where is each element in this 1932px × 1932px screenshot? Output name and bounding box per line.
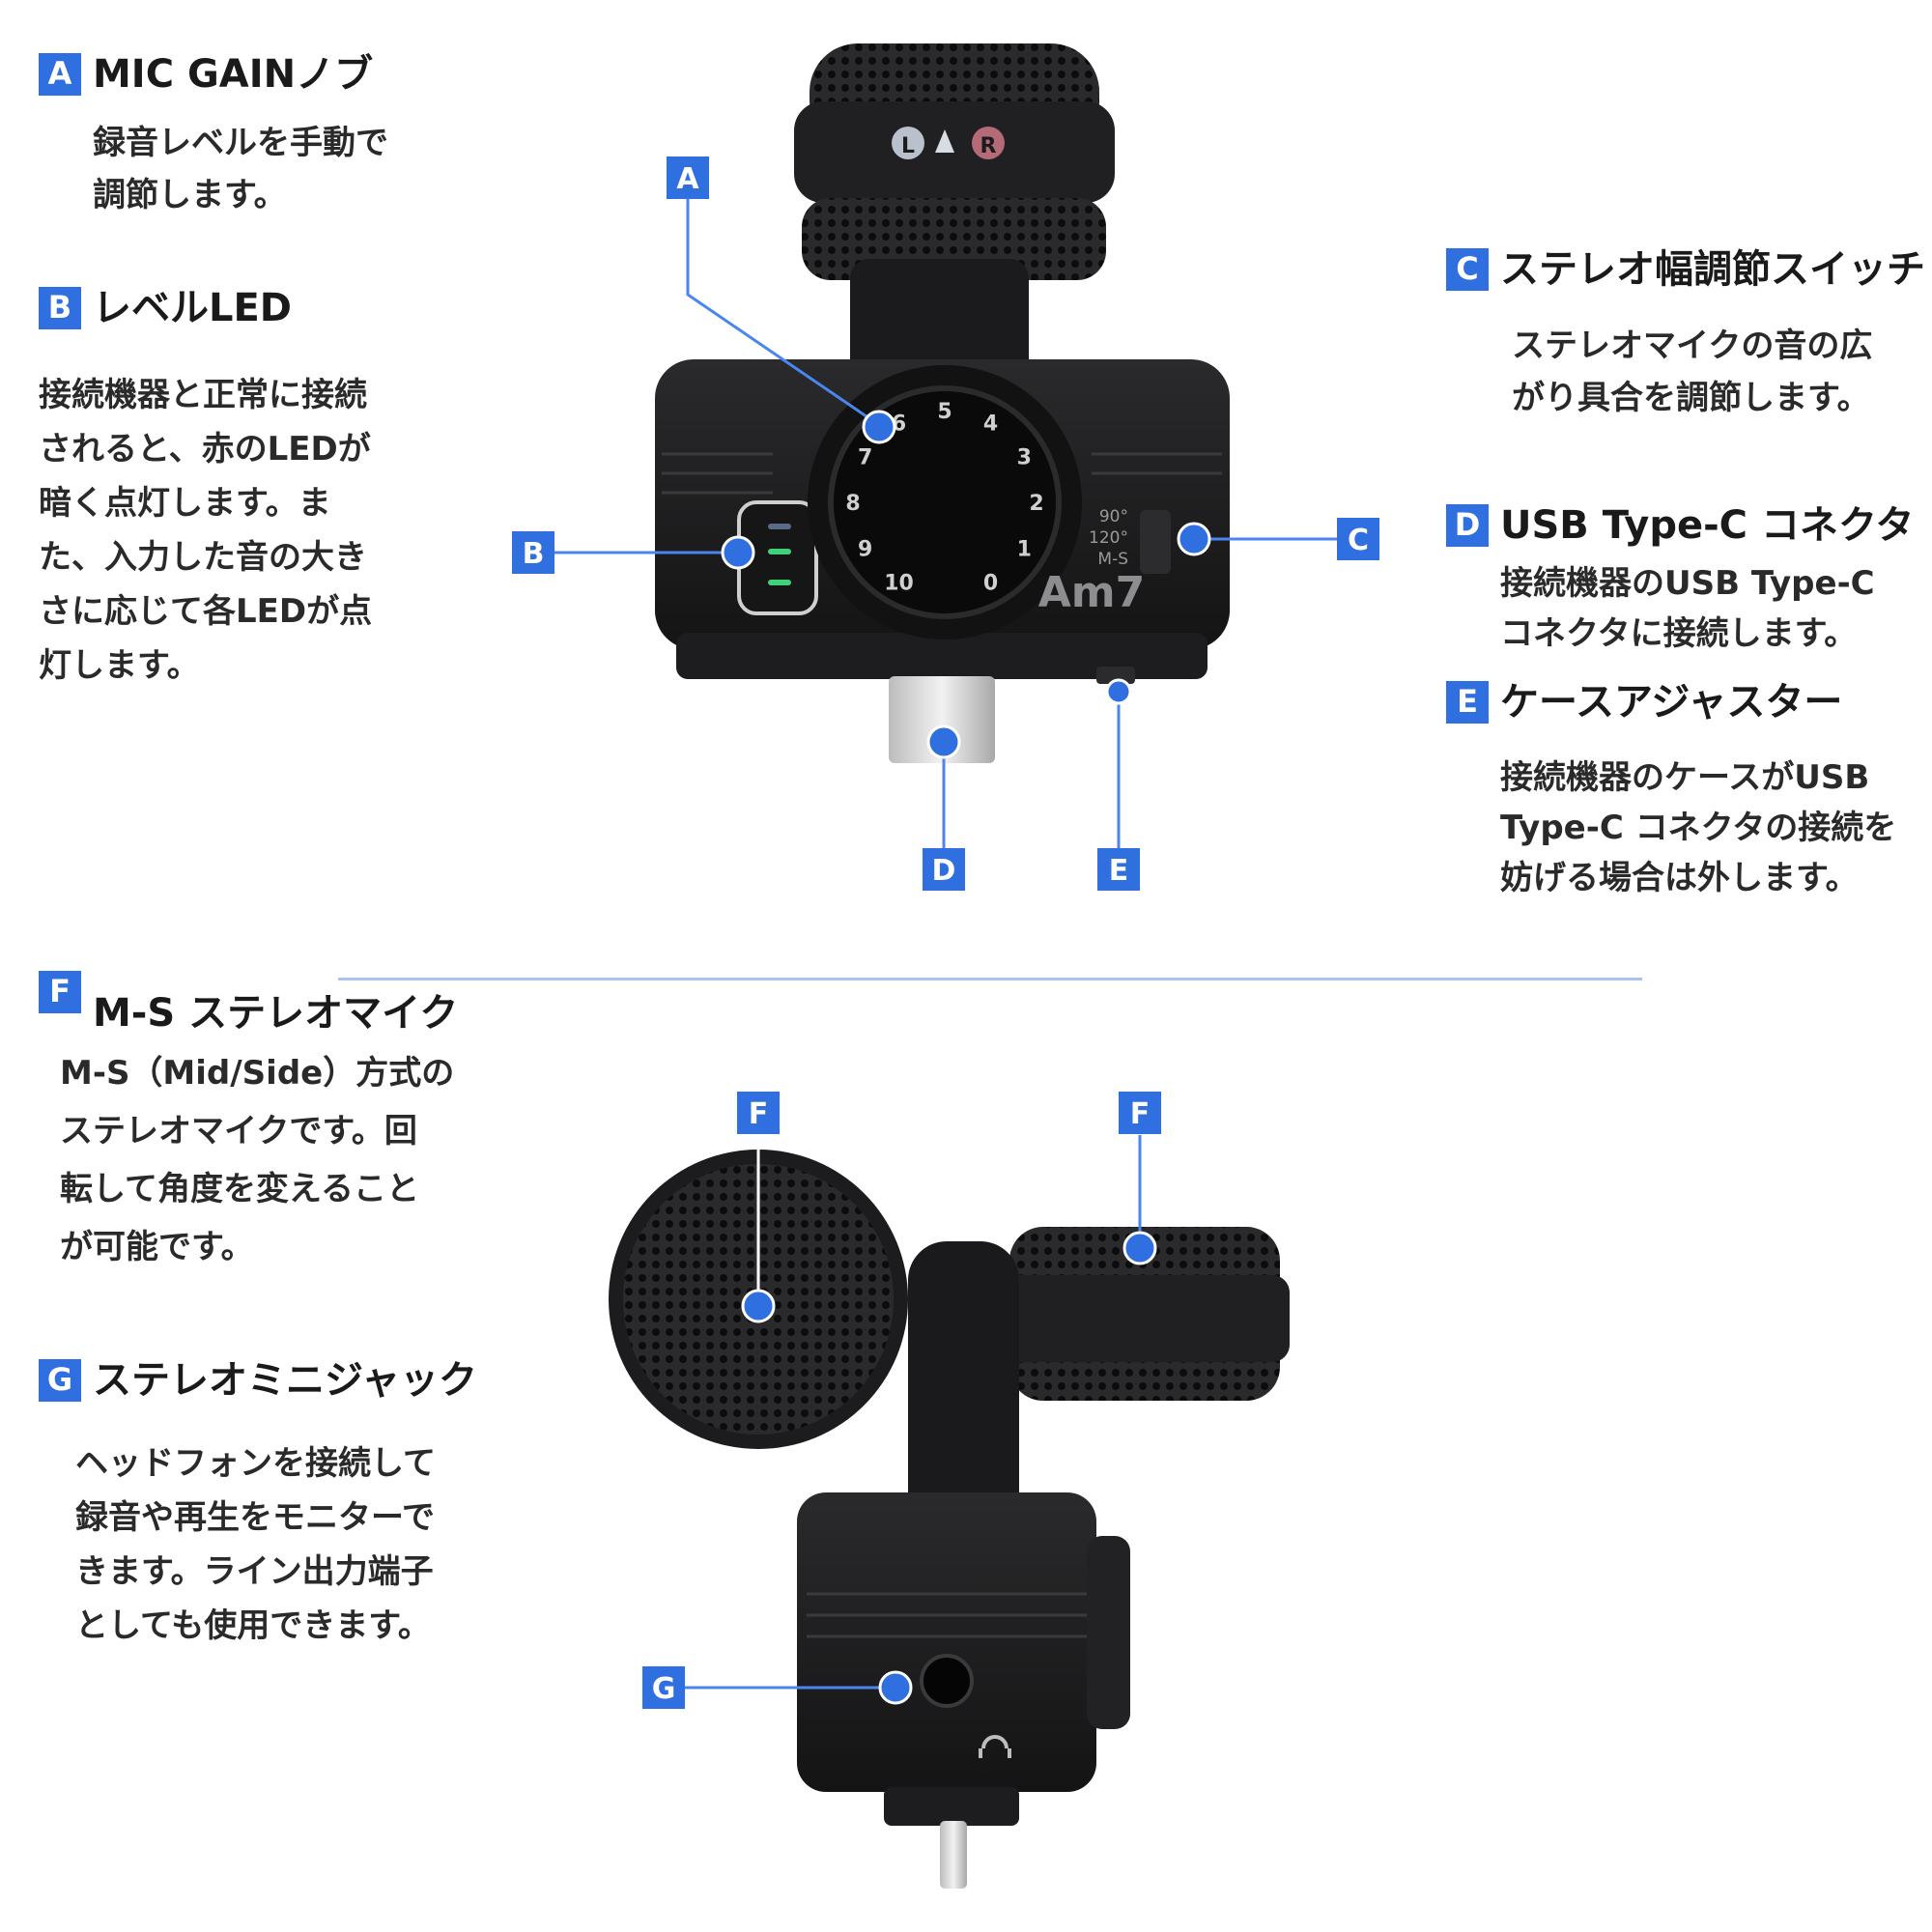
section-divider [338,978,1642,980]
callout-b-label: B [523,537,545,571]
model-logo: Am7 [1038,568,1146,617]
side-grip-lines [807,1592,1087,1638]
switch-pos-120: 120° [1089,528,1128,548]
device-base [676,633,1208,679]
side-usb-c-connector [940,1821,967,1889]
headphone-icon [979,1735,1011,1758]
stereo-mini-jack[interactable] [920,1654,974,1708]
callout-f1-dot [741,1289,776,1323]
device-side-view [609,1150,1290,1889]
side-base [884,1787,1019,1826]
dial-mark-10: 10 [884,571,914,595]
feature-g-title: ステレオミニジャック [93,1358,477,1403]
callout-b-badge [512,531,554,574]
callout-e-badge [1097,848,1140,891]
callout-a-dot [862,410,896,444]
callout-g-label: G [652,1672,676,1706]
callout-e-label: E [1109,854,1129,888]
front-marker-icon [935,129,954,153]
callout-d-label: D [932,854,956,888]
callout-f2-dot [1122,1231,1157,1265]
badge-f: F [39,971,81,1013]
dial-mark-7: 7 [858,446,872,470]
dial-mark-5: 5 [937,400,952,424]
dial-mark-2: 2 [1029,492,1043,516]
channel-right-icon [972,127,1005,159]
case-adjuster[interactable] [1096,667,1135,684]
body-grip-lines [662,452,1222,495]
feature-c-title: ステレオ幅調節スイッチ [1500,247,1925,292]
mic-neck [850,259,1029,384]
callout-f2-label: F [1130,1097,1151,1131]
feature-c-desc: ステレオマイクの音の広がり具合を調節します。 [1512,327,1873,417]
switch-pos-ms: M-S [1097,550,1128,569]
callout-a-label: A [676,162,699,196]
channel-right-label: R [980,134,997,158]
callout-d-badge [923,848,965,891]
feature-c: C ステレオ幅調節スイッチ ステレオマイクの音の広がり具合を調節します。 [1446,248,1925,424]
feature-a: A MIC GAINノブ 録音レベルを手動で調節します。 [39,53,388,221]
led-2 [768,549,791,554]
callout-a-badge [667,156,709,199]
channel-left-label: L [901,134,915,158]
callouts: A B C D E F F G [512,156,1379,1709]
side-dial-edge [1087,1536,1130,1729]
callout-f1-label: F [749,1097,769,1131]
feature-f-title: M-S ステレオマイク [93,991,459,1036]
feature-b-desc: 接続機器と正常に接続されると、赤のLEDが暗く点灯します。また、入力した音の大き… [39,376,373,685]
led-3 [768,580,791,585]
callout-g-dot [878,1670,913,1705]
feature-a-desc: 録音レベルを手動で調節します。 [93,124,388,214]
mic-gain-knob[interactable] [828,385,1062,619]
feature-e-title: ケースアジャスター [1500,680,1843,724]
callout-d-dot [926,724,961,759]
side-body [797,1492,1096,1792]
callout-g-badge [642,1666,685,1709]
badge-c: C [1446,248,1489,291]
badge-g: G [39,1359,81,1402]
feature-d-title: USB Type-C コネクタ [1500,503,1915,548]
usb-c-connector[interactable] [889,676,995,763]
stereo-width-switch[interactable] [1140,510,1171,574]
feature-a-title: MIC GAINノブ [93,52,374,97]
led-1 [768,524,791,529]
channel-left-icon [892,127,924,159]
dial-mark-3: 3 [1017,446,1032,470]
badge-d: D [1446,504,1489,547]
callout-f1-badge [737,1092,780,1134]
callout-f2-badge [1119,1092,1161,1134]
side-mic-swivel [908,1241,1019,1531]
side-mic-ring [1000,1275,1290,1362]
feature-g: G ステレオミニジャック ヘッドフォンを接続して録音や再生をモニターできます。ライ… [39,1359,477,1653]
feature-g-desc: ヘッドフォンを接続して録音や再生をモニターできます。ライン出力端子としても使用で… [75,1444,436,1645]
feature-b-title: レベルLED [93,286,293,330]
feature-f: F M-S ステレオマイク M-S（Mid/Side）方式のステレオマイクです。回… [39,971,458,1276]
callout-e-dot [1105,678,1132,705]
callout-c-label: C [1348,524,1369,557]
dial-mark-9: 9 [858,538,872,562]
feature-f-desc: M-S（Mid/Side）方式のステレオマイクです。回転して角度を変えることが可… [60,1054,455,1266]
badge-e: E [1446,681,1489,724]
mic-ring [794,101,1115,203]
dial-mark-8: 8 [845,492,860,516]
callout-b-dot [721,535,755,570]
dial-mark-0: 0 [983,571,998,595]
badge-a: A [39,53,81,96]
dial-mark-4: 4 [983,412,998,437]
callout-c-dot [1177,522,1211,556]
switch-pos-90: 90° [1099,507,1128,526]
callout-c-badge [1337,518,1379,560]
dial-mark-1: 1 [1017,538,1032,562]
feature-b: B レベルLED 接続機器と正常に接続されると、赤のLEDが暗く点灯します。また、… [39,287,372,693]
badge-b: B [39,287,81,329]
